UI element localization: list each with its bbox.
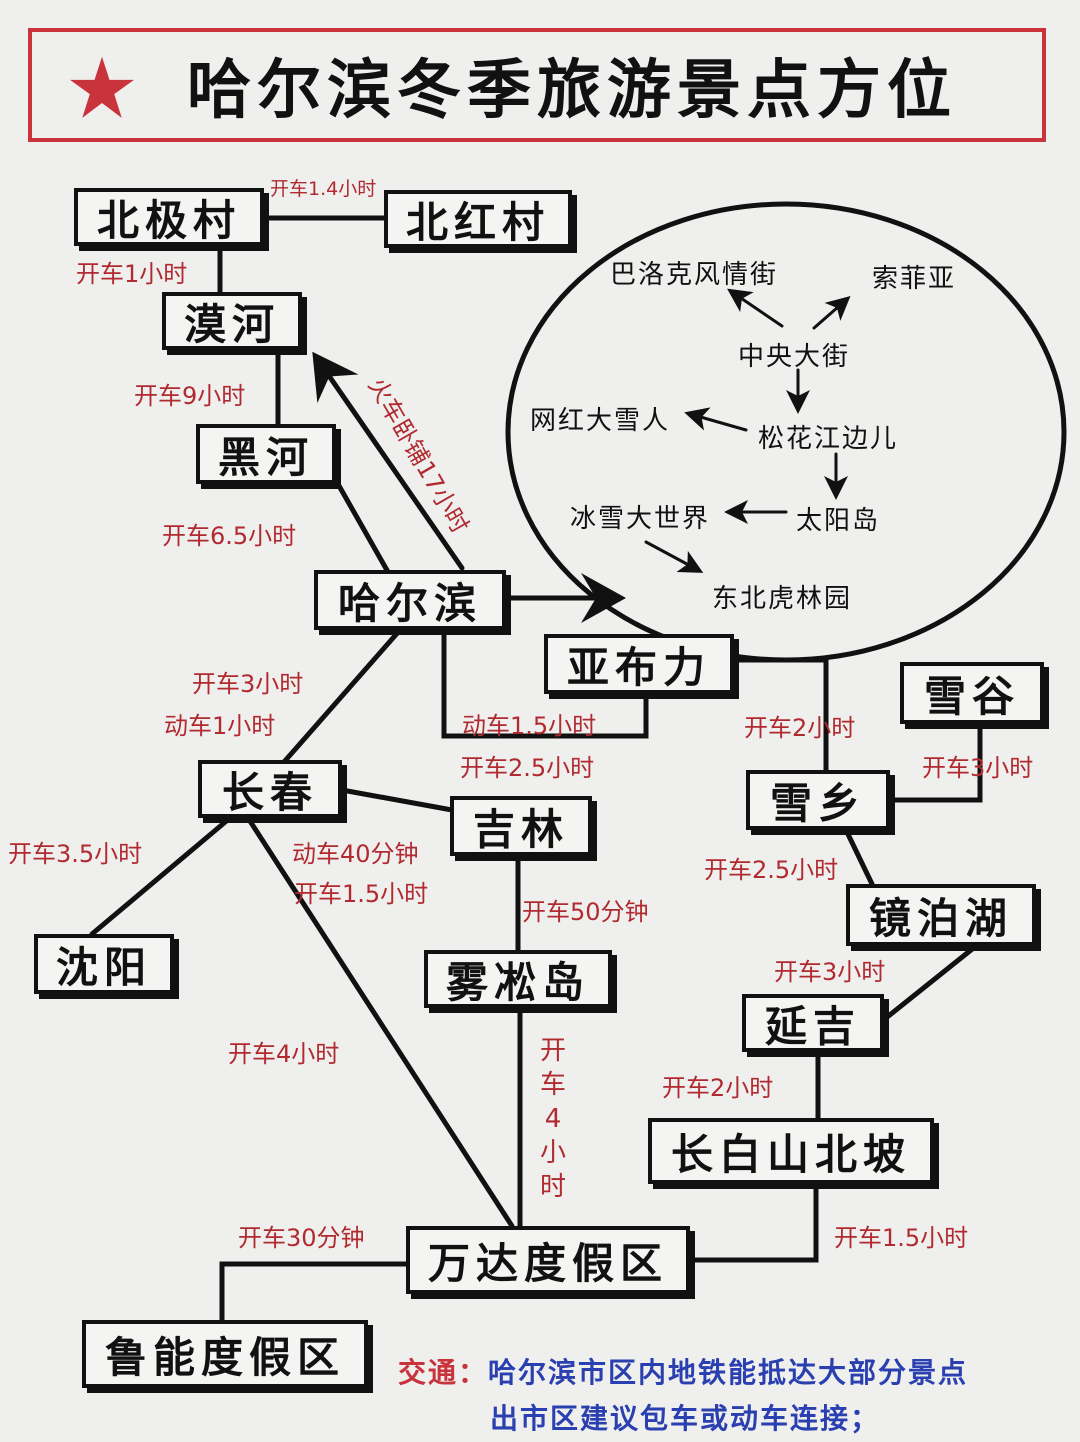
route-label: 开车4小时 <box>228 1040 340 1068</box>
route-label: 开车1小时 <box>76 260 188 288</box>
note-lead: 交通： <box>398 1356 489 1389</box>
node-wanda: 万达度假区 <box>406 1226 690 1294</box>
node-xuegu: 雪谷 <box>900 662 1044 724</box>
page-title: 哈尔滨冬季旅游景点方位 <box>187 54 957 128</box>
city-spot-snowman: 网红大雪人 <box>530 406 671 436</box>
route-label: 开车2.5小时 <box>704 856 839 884</box>
route-label: 开车2小时 <box>744 714 856 742</box>
route-label: 开车3.5小时 <box>8 840 143 868</box>
node-xuexiang: 雪乡 <box>746 770 890 830</box>
city-spot-tiger-park: 东北虎林园 <box>712 584 853 614</box>
city-spot-ice-world: 冰雪大世界 <box>570 504 711 534</box>
note-line-1: 哈尔滨市区内地铁能抵达大部分景点 <box>488 1356 969 1389</box>
route-label: 开车2小时 <box>662 1074 774 1102</box>
node-wusong: 雾凇岛 <box>424 950 612 1008</box>
route-label: 开车50分钟 <box>522 898 649 926</box>
node-yanji: 延吉 <box>742 994 884 1052</box>
route-label: 开车3小时 <box>922 754 1034 782</box>
city-spot-sophia: 索菲亚 <box>872 264 957 294</box>
note-line-2: 出市区建议包车或动车连接； <box>490 1402 881 1435</box>
node-luneng: 鲁能度假区 <box>82 1320 368 1388</box>
city-spot-songhua: 松花江边儿 <box>758 424 899 454</box>
node-jingbo: 镜泊湖 <box>846 884 1036 946</box>
transport-note: 交通：哈尔滨市区内地铁能抵达大部分景点 出市区建议包车或动车连接； <box>398 1350 1070 1442</box>
node-changchun: 长春 <box>198 760 342 818</box>
route-label: 动车1小时 <box>164 712 276 740</box>
route-label: 动车40分钟 <box>292 840 419 868</box>
node-beihong: 北红村 <box>384 190 572 248</box>
route-label: 开车30分钟 <box>238 1224 365 1252</box>
node-yabuli: 亚布力 <box>544 634 734 694</box>
route-label: 开车3小时 <box>774 958 886 986</box>
title-box: 哈尔滨冬季旅游景点方位 <box>28 28 1046 142</box>
city-spot-central: 中央大街 <box>738 342 851 372</box>
route-label: 开车1.5小时 <box>834 1224 969 1252</box>
route-label: 动车1.5小时 <box>462 712 597 740</box>
node-mohe: 漠河 <box>162 292 302 350</box>
route-label: 开车6.5小时 <box>162 522 297 550</box>
city-spot-baroque: 巴洛克风情街 <box>610 260 779 290</box>
node-shenyang: 沈阳 <box>34 934 174 994</box>
node-beiji: 北极村 <box>74 188 264 246</box>
route-label: 开车2.5小时 <box>460 754 595 782</box>
node-jilin: 吉林 <box>450 796 592 856</box>
route-label: 开车1.4小时 <box>270 178 377 200</box>
node-changbai: 长白山北坡 <box>648 1118 934 1184</box>
route-label: 开车3小时 <box>192 670 304 698</box>
route-label: 开车9小时 <box>134 382 246 410</box>
star-icon <box>70 56 134 118</box>
route-label: 开车1.5小时 <box>294 880 429 908</box>
node-harbin: 哈尔滨 <box>314 570 506 630</box>
node-heihe: 黑河 <box>196 424 336 484</box>
route-label-vertical: 开车4小时 <box>539 1036 566 1202</box>
city-spot-sun-island: 太阳岛 <box>796 506 881 536</box>
